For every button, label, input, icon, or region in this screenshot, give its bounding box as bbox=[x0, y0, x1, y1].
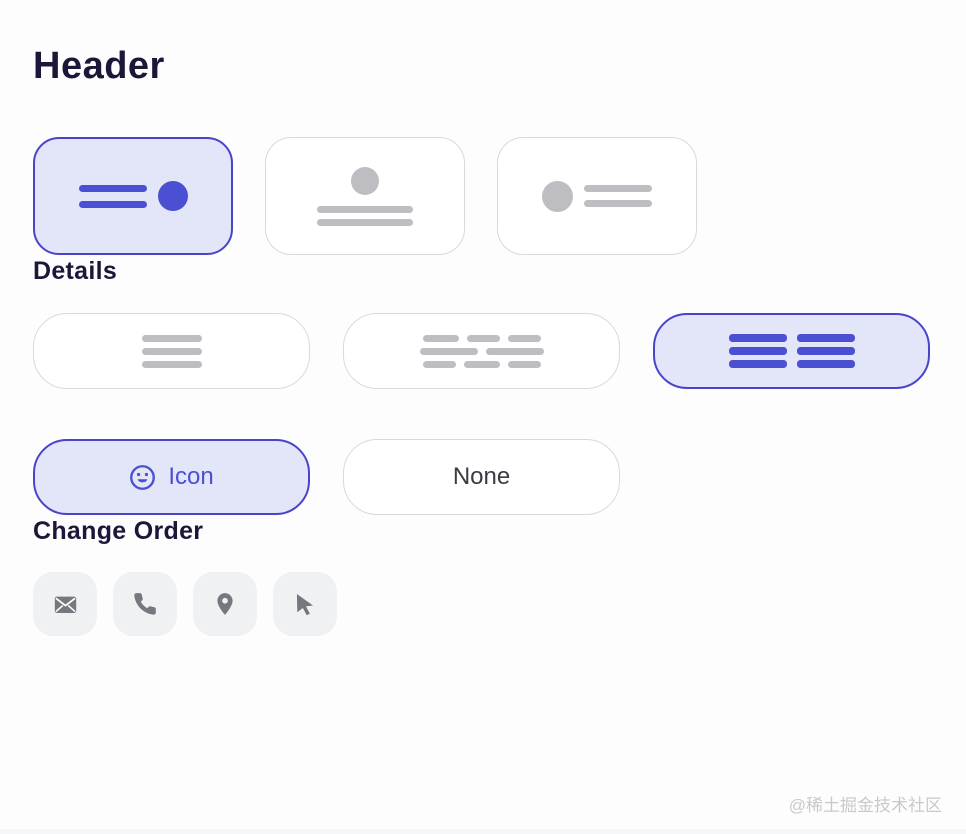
placeholder-bar bbox=[317, 205, 413, 213]
placeholder-bar bbox=[728, 360, 787, 368]
change-order-items bbox=[33, 572, 933, 636]
phone-icon bbox=[132, 591, 158, 617]
details-layout-options bbox=[33, 313, 933, 389]
skeleton-preview bbox=[317, 166, 413, 226]
header-option-text-left-avatar-right[interactable] bbox=[33, 137, 233, 255]
skeleton-preview bbox=[141, 334, 202, 368]
placeholder-bar bbox=[419, 347, 478, 355]
placeholder-bar bbox=[422, 334, 459, 342]
placeholder-bar bbox=[141, 347, 202, 355]
settings-panel: Header bbox=[0, 44, 966, 636]
skeleton-preview bbox=[728, 334, 855, 368]
details-option-two-column[interactable] bbox=[653, 313, 930, 389]
change-order-phone-button[interactable] bbox=[113, 572, 177, 636]
cursor-icon bbox=[292, 591, 318, 617]
skeleton-preview bbox=[78, 181, 188, 211]
header-option-avatar-top-text-below[interactable] bbox=[265, 137, 465, 255]
placeholder-bar bbox=[485, 347, 544, 355]
placeholder-bar bbox=[317, 218, 413, 226]
details-option-single-column-center[interactable] bbox=[33, 313, 310, 389]
mail-icon bbox=[52, 591, 79, 618]
placeholder-bar bbox=[141, 360, 202, 368]
placeholder-bar bbox=[728, 347, 787, 355]
placeholder-bar bbox=[796, 334, 855, 342]
details-section-title: Details bbox=[33, 257, 118, 285]
placeholder-bar bbox=[507, 360, 541, 368]
header-option-avatar-left-text-right[interactable] bbox=[497, 137, 697, 255]
location-icon bbox=[212, 591, 238, 617]
change-order-section-title: Change Order bbox=[33, 517, 204, 545]
icon-option-label: Icon bbox=[168, 463, 214, 490]
placeholder-bar bbox=[796, 347, 855, 355]
watermark: @稀土掘金技术社区 bbox=[788, 796, 942, 815]
change-order-mail-button[interactable] bbox=[33, 572, 97, 636]
smiley-icon bbox=[129, 464, 156, 491]
details-icon-toggle: Icon None bbox=[33, 439, 933, 515]
header-section-title: Header bbox=[33, 45, 165, 87]
icon-option-button[interactable]: Icon bbox=[33, 439, 310, 515]
skeleton-preview bbox=[419, 334, 544, 368]
change-order-cursor-button[interactable] bbox=[273, 572, 337, 636]
placeholder-bar bbox=[463, 360, 500, 368]
placeholder-bar bbox=[584, 200, 652, 207]
avatar-placeholder-dot bbox=[542, 180, 573, 212]
change-order-location-button[interactable] bbox=[193, 572, 257, 636]
none-option-button[interactable]: None bbox=[343, 439, 620, 515]
details-option-multi-column-wrap[interactable] bbox=[343, 313, 620, 389]
placeholder-bar bbox=[78, 200, 147, 208]
placeholder-bar bbox=[728, 334, 787, 342]
placeholder-bar bbox=[584, 185, 652, 192]
placeholder-bar bbox=[422, 360, 456, 368]
skeleton-preview bbox=[542, 180, 652, 212]
placeholder-bar bbox=[141, 334, 202, 342]
none-option-label: None bbox=[452, 463, 511, 490]
avatar-placeholder-dot bbox=[351, 166, 379, 195]
footer-band bbox=[0, 829, 966, 834]
avatar-placeholder-dot bbox=[157, 181, 188, 211]
placeholder-bar bbox=[796, 360, 855, 368]
placeholder-bar bbox=[466, 334, 500, 342]
header-layout-options bbox=[33, 137, 933, 255]
placeholder-bar bbox=[78, 184, 147, 192]
placeholder-bar bbox=[507, 334, 541, 342]
